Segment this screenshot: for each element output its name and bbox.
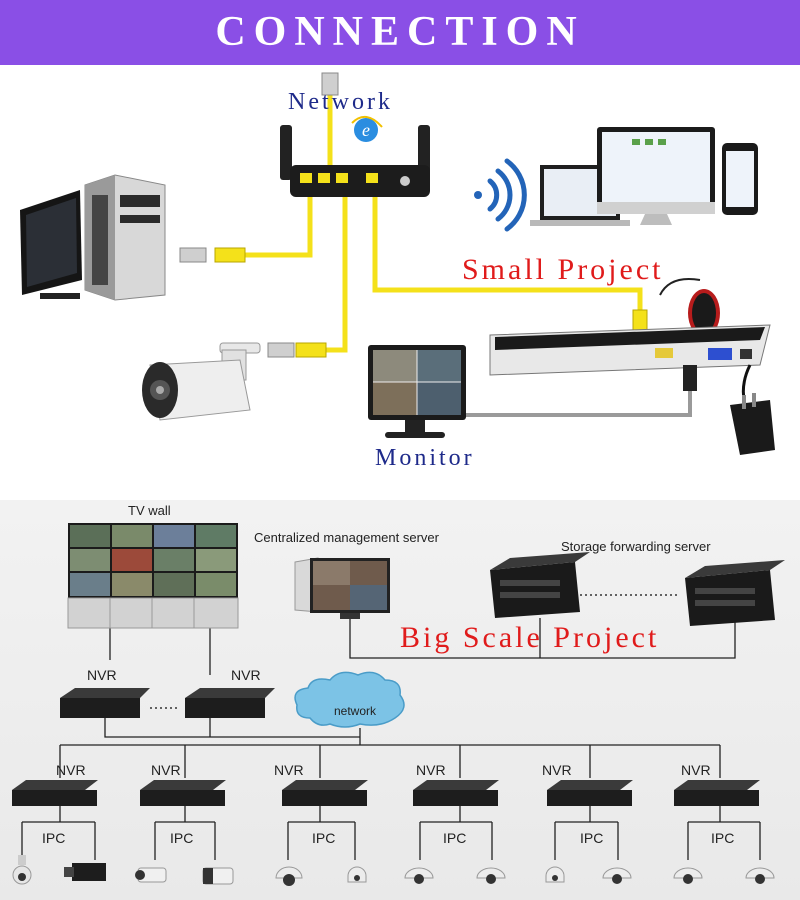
cms-label: Centralized management server	[254, 530, 439, 545]
nvr-cable	[372, 192, 643, 323]
network-lines	[21, 618, 761, 860]
nvr-device-icon	[547, 780, 633, 806]
nvr-device-icon	[282, 780, 368, 806]
ipc-label: IPC	[443, 830, 467, 846]
nvr-label: NVR	[274, 762, 304, 778]
dome-camera-icon	[404, 867, 434, 884]
rj45-connector-icon	[321, 72, 339, 96]
router-icon	[280, 125, 430, 197]
nvr-device-icon	[489, 324, 771, 391]
bullet-camera-icon	[202, 867, 234, 885]
pc-cable	[242, 182, 313, 258]
svg-text:e: e	[362, 120, 370, 140]
storage-server-label: Storage forwarding server	[561, 539, 711, 554]
box-camera-icon	[64, 863, 106, 881]
storage-server-icon	[685, 560, 785, 626]
small-project-diagram: e	[0, 65, 800, 500]
dome-camera-icon	[347, 866, 367, 883]
bullet-camera-icon	[135, 867, 167, 883]
nvr-device-icon	[674, 780, 760, 806]
nvr-label: NVR	[416, 762, 446, 778]
cms-computer-icon	[294, 557, 390, 619]
camera-cable	[317, 187, 348, 353]
rj45-connector-icon	[267, 342, 295, 358]
rj45-boot-icon	[295, 342, 327, 358]
small-project-label: Small Project	[462, 253, 664, 286]
big-scale-project-label: Big Scale Project	[400, 621, 660, 654]
bullet-camera-icon	[142, 342, 261, 421]
network-label: Network	[288, 89, 393, 115]
dome-camera-icon	[602, 867, 632, 884]
storage-server-icon	[490, 552, 590, 618]
nvr-label: NVR	[151, 762, 181, 778]
ipc-label: IPC	[711, 830, 735, 846]
nvr-label: NVR	[56, 762, 86, 778]
nvr-device-icon	[140, 780, 226, 806]
nvr-device-icon	[185, 688, 275, 718]
nvr-label: NVR	[87, 667, 117, 683]
dome-camera-icon	[673, 867, 703, 884]
ipc-label: IPC	[42, 830, 66, 846]
speed-dome-camera-icon	[12, 855, 32, 885]
nvr-device-icon	[60, 688, 150, 718]
nvr-device-icon	[12, 780, 98, 806]
nvr-label: NVR	[231, 667, 261, 683]
monitor-label: Monitor	[375, 445, 475, 471]
ipc-label: IPC	[312, 830, 336, 846]
desktop-pc-icon	[20, 174, 166, 301]
rj45-boot-icon	[214, 247, 246, 263]
nvr-label: NVR	[542, 762, 572, 778]
internet-explorer-icon: e	[351, 116, 383, 142]
lower-nvr-row	[12, 780, 760, 806]
big-project-svg	[12, 523, 785, 886]
display-monitor-icon	[368, 345, 466, 438]
dome-camera-icon	[545, 866, 565, 883]
ipc-camera-row	[12, 855, 775, 886]
wifi-signal-icon	[474, 158, 527, 232]
dome-camera-icon	[745, 867, 775, 884]
imac-icon	[597, 127, 715, 225]
network-cloud-label: network	[334, 704, 377, 718]
nvr-device-icon	[413, 780, 499, 806]
smartphone-icon	[722, 143, 758, 215]
small-project-svg: e	[20, 72, 775, 455]
ethernet-cables	[242, 82, 643, 353]
header-title: CONNECTION	[215, 9, 585, 55]
mouse-icon	[659, 278, 720, 337]
monitor-cable	[440, 385, 692, 417]
power-adapter-icon	[730, 364, 775, 455]
dome-camera-icon	[476, 867, 506, 884]
ipc-label: IPC	[170, 830, 194, 846]
tv-wall-icon	[67, 523, 239, 629]
network-cloud-icon	[294, 671, 405, 728]
rj45-connector-icon	[179, 247, 207, 263]
dome-camera-icon	[275, 866, 303, 886]
nvr-label: NVR	[681, 762, 711, 778]
rj45-connectors	[179, 72, 648, 358]
tv-wall-label: TV wall	[128, 503, 171, 518]
header-banner: CONNECTION	[0, 0, 800, 65]
ipc-label: IPC	[580, 830, 604, 846]
client-devices	[474, 127, 758, 232]
big-scale-project-diagram: TV wall Centralized management server St…	[0, 500, 800, 900]
